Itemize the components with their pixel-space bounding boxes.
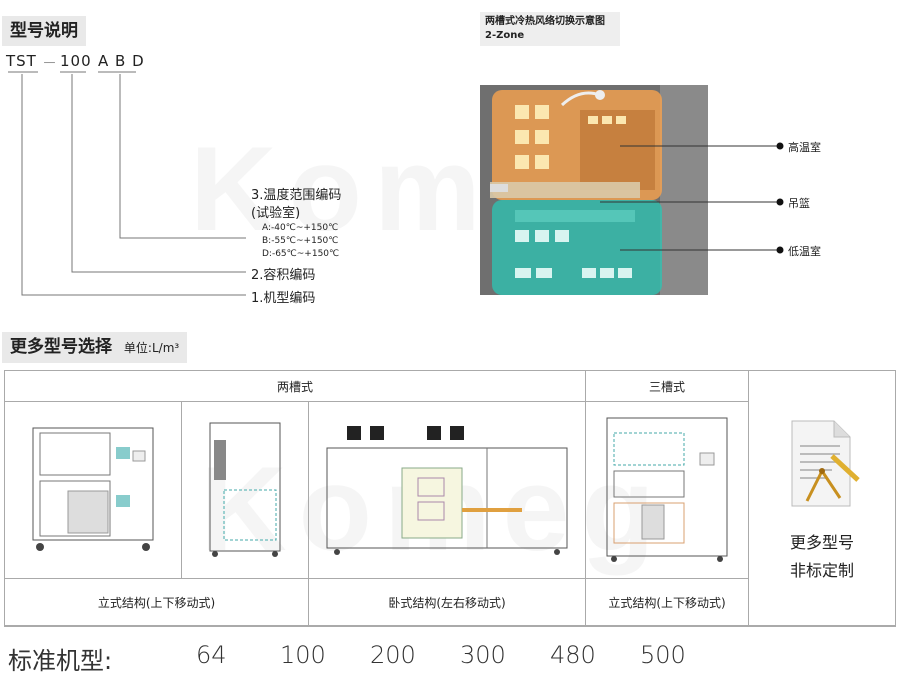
- standard-model-300: 300: [460, 641, 506, 669]
- drawing-horizontal: [308, 401, 586, 579]
- diagram-caption: 两槽式冷热风络切换示意图 2-Zone: [480, 12, 620, 46]
- standard-models-label: 标准机型:: [8, 647, 113, 675]
- more-models-line1: 更多型号: [789, 532, 854, 552]
- struct-vertical-two-zone: 立式结构(上下移动式): [4, 578, 309, 626]
- diagram-caption-title: 两槽式冷热风络切换示意图: [485, 16, 605, 27]
- capacity-code-label: 2.容积编码: [251, 268, 316, 283]
- temp-range-title: 3.温度范围编码: [251, 188, 342, 203]
- more-models-line2: 非标定制: [789, 560, 854, 580]
- standard-model-64: 64: [196, 641, 227, 669]
- struct-horizontal: 卧式结构(左右移动式): [308, 578, 586, 626]
- more-models-title: 更多型号选择: [10, 337, 112, 357]
- model-code-dash: －: [42, 54, 59, 72]
- model-code-leader-lines: [8, 71, 246, 296]
- standard-models-row: 标准机型: 64 100 200 300 480 500: [4, 626, 896, 677]
- drawing-three-zone: [585, 401, 749, 579]
- diagram-caption-subtitle: 2-Zone: [485, 30, 525, 41]
- document-drafting-icon: [791, 420, 860, 506]
- temp-range-b: B:-55℃~+150℃: [262, 236, 339, 246]
- label-low-temp-chamber: 低温室: [788, 245, 821, 258]
- drawing-vertical-front: [4, 401, 182, 579]
- standard-model-100: 100: [280, 641, 326, 669]
- model-code-prefix: TST: [6, 52, 37, 70]
- model-code-capacity: 100: [60, 52, 92, 70]
- label-basket: 吊篮: [788, 197, 810, 210]
- standard-model-500: 500: [640, 641, 686, 669]
- drawing-vertical-side: [181, 401, 309, 579]
- more-custom-cell: 更多型号 非标定制: [748, 370, 896, 626]
- unit-label: 单位:L/m³: [123, 341, 180, 355]
- model-section-title: 型号说明: [2, 16, 86, 46]
- standard-model-200: 200: [370, 641, 416, 669]
- more-models-section-title: 更多型号选择 单位:L/m³: [2, 332, 188, 363]
- machine-code-label: 1.机型编码: [251, 291, 316, 306]
- header-three-zone: 三槽式: [585, 370, 749, 402]
- header-two-zone: 两槽式: [4, 370, 586, 402]
- temp-range-a: A:-40℃~+150℃: [262, 223, 339, 233]
- diagram-leader-lines: [600, 142, 784, 254]
- models-table: 两槽式 三槽式 更多型号 非标定制: [4, 370, 896, 626]
- two-zone-chamber-illustration: [480, 85, 708, 295]
- model-code-letters: A B D: [98, 52, 145, 70]
- temp-range-subtitle: (试验室): [251, 206, 301, 221]
- label-high-temp-chamber: 高温室: [788, 141, 821, 154]
- temp-range-d: D:-65℃~+150℃: [262, 249, 340, 259]
- standard-model-480: 480: [550, 641, 596, 669]
- struct-vertical-three-zone: 立式结构(上下移动式): [585, 578, 749, 626]
